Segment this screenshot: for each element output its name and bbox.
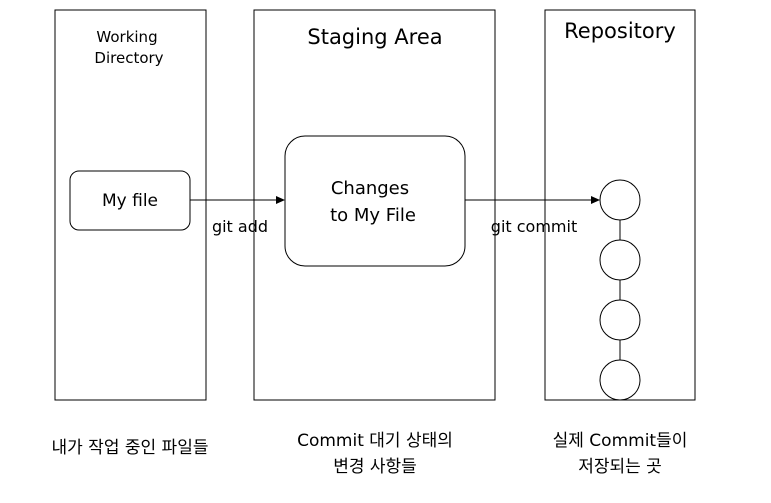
staging-area-caption-line2: 변경 사항들 xyxy=(333,457,417,477)
repository-caption-line2: 저장되는 곳 xyxy=(578,457,662,477)
staging-area-title: Staging Area xyxy=(307,25,442,49)
commit-node xyxy=(599,179,641,221)
working-directory-title-line2: Directory xyxy=(94,49,163,67)
repository-caption-line1: 실제 Commit들이 xyxy=(552,431,688,451)
git-commit-label: git commit xyxy=(491,217,577,236)
commit-node xyxy=(599,359,641,401)
commit-node xyxy=(599,239,641,281)
git-commit-edge: git commit xyxy=(465,196,600,236)
git-add-edge: git add xyxy=(190,196,285,236)
repository-caption: 실제 Commit들이 저장되는 곳 xyxy=(510,428,730,480)
repository-title: Repository xyxy=(564,19,676,43)
changes-label-line2: to My File xyxy=(330,205,416,226)
staging-area-caption: Commit 대기 상태의 변경 사항들 xyxy=(255,428,495,480)
staging-area-caption-line1: Commit 대기 상태의 xyxy=(297,431,453,451)
working-directory-title-line1: Working xyxy=(96,28,157,46)
changes-node: Changes to My File xyxy=(284,135,466,267)
working-directory-caption-text: 내가 작업 중인 파일들 xyxy=(51,438,209,458)
my-file-label: My file xyxy=(102,191,158,211)
git-add-label: git add xyxy=(212,217,268,236)
working-directory-caption: 내가 작업 중인 파일들 xyxy=(10,436,250,460)
changes-label-line1: Changes xyxy=(331,178,409,199)
commit-node xyxy=(599,299,641,341)
my-file-node: My file xyxy=(69,170,191,231)
commit-chain xyxy=(599,179,641,401)
